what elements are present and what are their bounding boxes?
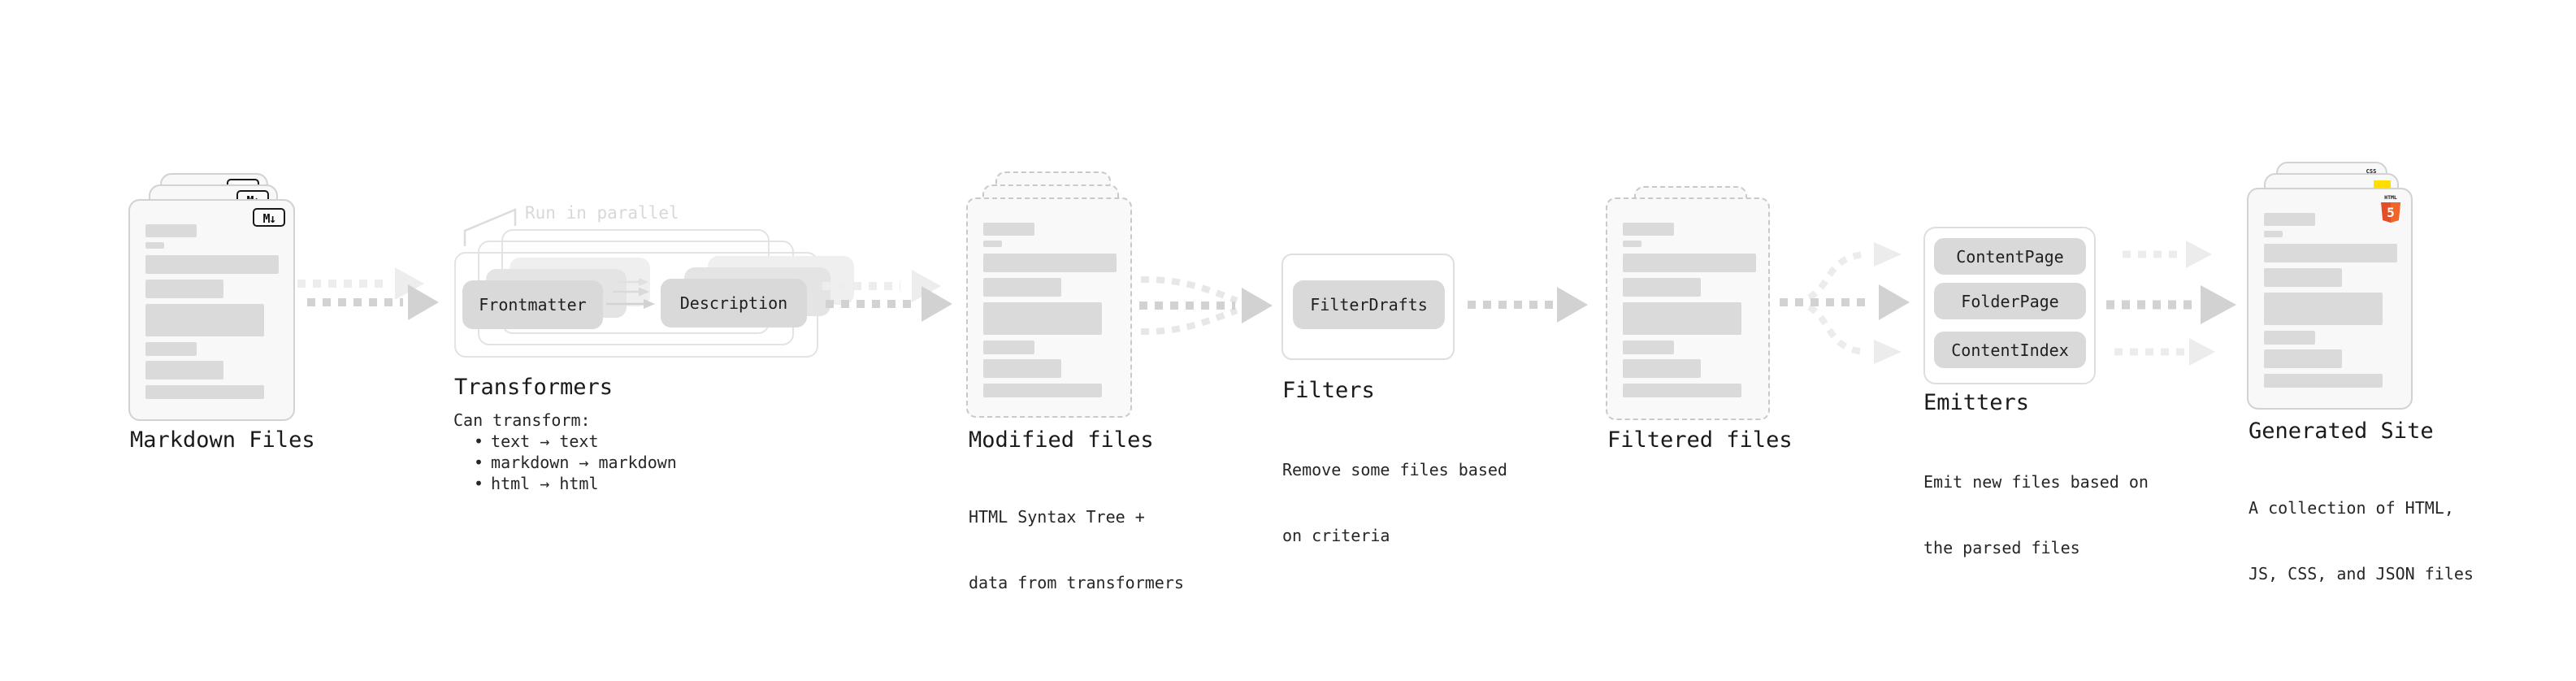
- html5-number: 5: [2387, 205, 2395, 220]
- arrow-filtered-to-emitters: [1780, 242, 1910, 364]
- description-line: data from transformers: [969, 573, 1184, 592]
- description-line: HTML Syntax Tree +: [969, 507, 1145, 527]
- skeleton-bar: [145, 224, 197, 237]
- description-line: A collection of HTML,: [2249, 498, 2454, 518]
- transform-bullet: • markdown → markdown: [453, 452, 677, 473]
- js-badge: [2374, 180, 2391, 189]
- skeleton-bar: [983, 302, 1102, 335]
- filterdrafts-chip: FilterDrafts: [1293, 280, 1445, 329]
- generated-file-card-html: HTML 5: [2247, 188, 2413, 410]
- markdown-files-label: Markdown Files: [130, 427, 315, 453]
- arrow-markdown-to-transformers: [297, 267, 439, 320]
- skeleton-bar: [2264, 349, 2342, 368]
- filtered-files-label: Filtered files: [1607, 427, 1793, 453]
- description-chip: Description: [661, 279, 807, 327]
- transform-bullet: • html → html: [453, 473, 677, 494]
- emitters-label: Emitters: [1923, 390, 2030, 415]
- skeleton-bar: [145, 255, 279, 274]
- skeleton-bar: [1623, 384, 1741, 397]
- arrow-emitters-to-generated: [2106, 241, 2236, 366]
- html5-shield-highlight: [2391, 202, 2400, 223]
- skeleton-bar: [145, 304, 264, 336]
- filters-label: Filters: [1282, 378, 1375, 403]
- description-line: the parsed files: [1923, 538, 2080, 557]
- skeleton-bar: [1623, 359, 1701, 378]
- skeleton-bar: [1623, 254, 1756, 272]
- skeleton-bar: [1623, 241, 1641, 247]
- skeleton-bar: [983, 223, 1034, 236]
- skeleton-bar: [1623, 302, 1741, 335]
- skeleton-bar: [1623, 278, 1701, 297]
- modified-file-card-front: [966, 197, 1132, 418]
- skeleton-bar: [145, 242, 164, 249]
- skeleton-bar: [2264, 374, 2383, 388]
- skeleton-bar: [145, 361, 223, 380]
- skeleton-bar: [2264, 244, 2397, 262]
- bullet-dot: •: [474, 432, 484, 451]
- filters-description: Remove some files based on criteria: [1282, 415, 1507, 591]
- html5-badge: HTML 5: [2381, 194, 2400, 223]
- bullet-text: text → text: [491, 432, 599, 451]
- markdown-icon: M↓: [253, 208, 285, 227]
- bullet-text: markdown → markdown: [491, 453, 677, 472]
- skeleton-bar: [2264, 268, 2342, 287]
- transformers-description: Can transform: • text → text • markdown → …: [453, 410, 677, 494]
- modified-files-label: Modified files: [969, 427, 1154, 453]
- skeleton-bar: [983, 359, 1061, 378]
- skeleton-bar: [2264, 213, 2315, 226]
- css-badge-label: CSS: [2366, 168, 2377, 175]
- transformers-label: Transformers: [454, 375, 614, 400]
- arrow-modified-to-filters: [1139, 275, 1273, 336]
- modified-files-description: HTML Syntax Tree + data from transformer…: [969, 462, 1184, 638]
- skeleton-bar: [2264, 231, 2283, 237]
- description-line: Emit new files based on: [1923, 472, 2149, 492]
- bullet-dot: •: [474, 474, 484, 493]
- description-line: JS, CSS, and JSON files: [2249, 564, 2474, 583]
- description-line: on criteria: [1282, 526, 1390, 545]
- skeleton-bar: [2264, 293, 2383, 325]
- arrow-filters-to-filtered: [1468, 287, 1588, 323]
- run-in-parallel-note: Run in parallel: [525, 203, 679, 223]
- emitter-chip-contentpage: ContentPage: [1934, 238, 2086, 275]
- bullet-dot: •: [474, 453, 484, 472]
- markdown-file-card-front: M↓: [128, 199, 295, 421]
- skeleton-bar: [145, 342, 197, 356]
- skeleton-bar: [983, 241, 1002, 247]
- html5-wordmark: HTML: [2384, 194, 2397, 201]
- emitters-description: Emit new files based on the parsed files: [1923, 427, 2149, 603]
- skeleton-bar: [983, 340, 1034, 354]
- emitter-chip-contentindex: ContentIndex: [1934, 332, 2086, 368]
- skeleton-bar: [983, 254, 1117, 272]
- skeleton-bar: [2264, 331, 2315, 345]
- description-line: Remove some files based: [1282, 460, 1507, 479]
- frontmatter-chip: Frontmatter: [462, 280, 603, 329]
- bullet-text: html → html: [491, 474, 599, 493]
- skeleton-bar: [983, 278, 1061, 297]
- generated-site-description: A collection of HTML, JS, CSS, and JSON …: [2249, 453, 2474, 629]
- skeleton-bar: [145, 385, 264, 399]
- skeleton-bar: [1623, 223, 1674, 236]
- skeleton-bar: [1623, 340, 1674, 354]
- filtered-file-card-front: [1606, 197, 1770, 420]
- transform-bullet: • text → text: [453, 431, 677, 452]
- generated-site-label: Generated Site: [2249, 419, 2434, 444]
- emitter-chip-folderpage: FolderPage: [1934, 283, 2086, 319]
- skeleton-bar: [983, 384, 1102, 397]
- can-transform-heading: Can transform:: [453, 410, 591, 430]
- skeleton-bar: [145, 280, 223, 298]
